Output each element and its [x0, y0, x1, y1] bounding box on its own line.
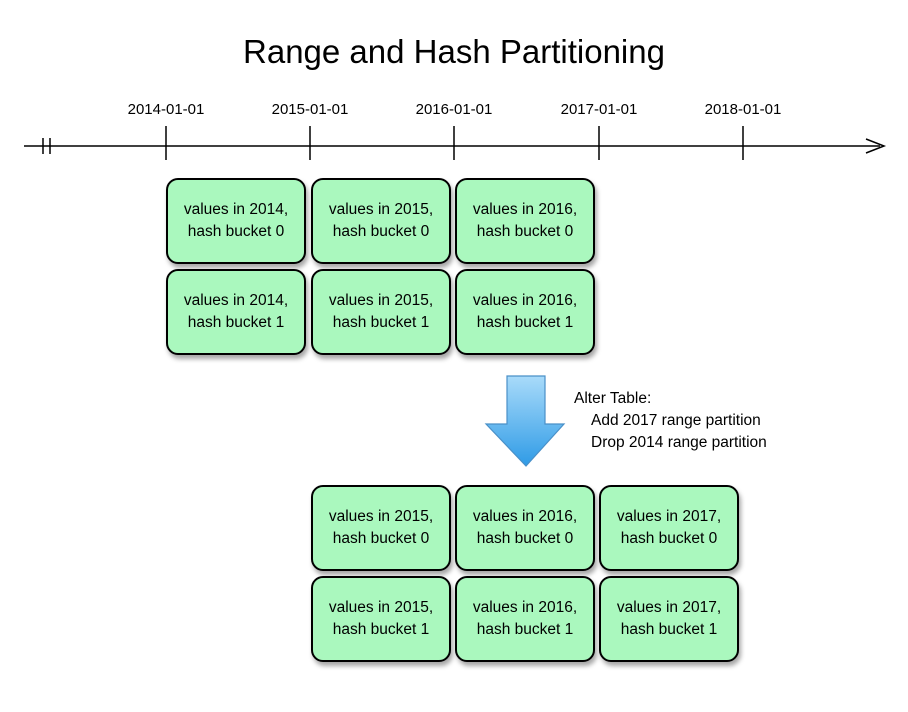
partition-cell: values in 2017, hash bucket 1: [599, 576, 739, 662]
partition-label: values in 2017, hash bucket 1: [616, 599, 722, 638]
tick-label: 2016-01-01: [415, 101, 493, 118]
down-arrow-icon: [484, 375, 566, 467]
partition-label: values in 2016, hash bucket 0: [472, 201, 578, 240]
partition-label: values in 2015, hash bucket 0: [328, 508, 434, 547]
partition-label: values in 2015, hash bucket 1: [328, 599, 434, 638]
partition-label: values in 2014, hash bucket 1: [183, 292, 289, 331]
partition-label: values in 2016, hash bucket 1: [472, 292, 578, 331]
partition-cell: values in 2017, hash bucket 0: [599, 485, 739, 571]
partition-label: values in 2016, hash bucket 0: [472, 508, 578, 547]
partition-label: values in 2017, hash bucket 0: [616, 508, 722, 547]
partition-cell: values in 2016, hash bucket 0: [455, 485, 595, 571]
alter-step-add: Add 2017 range partition: [591, 412, 761, 429]
partition-cell: values in 2015, hash bucket 0: [311, 178, 451, 264]
partition-label: values in 2015, hash bucket 1: [328, 292, 434, 331]
diagram-title: Range and Hash Partitioning: [243, 33, 665, 70]
tick-label: 2017-01-01: [560, 101, 638, 118]
partition-cell: values in 2015, hash bucket 1: [311, 269, 451, 355]
partition-cell: values in 2014, hash bucket 0: [166, 178, 306, 264]
partition-label: values in 2014, hash bucket 0: [183, 201, 289, 240]
partition-cell: values in 2014, hash bucket 1: [166, 269, 306, 355]
alter-table-label: Alter Table:: [574, 390, 652, 407]
partition-cell: values in 2016, hash bucket 1: [455, 576, 595, 662]
alter-step-drop: Drop 2014 range partition: [591, 434, 767, 451]
tick-label: 2018-01-01: [704, 101, 782, 118]
timeline-arrowhead: [865, 138, 887, 154]
tick-label: 2015-01-01: [271, 101, 349, 118]
partition-cell: values in 2015, hash bucket 0: [311, 485, 451, 571]
partition-cell: values in 2015, hash bucket 1: [311, 576, 451, 662]
partition-cell: values in 2016, hash bucket 1: [455, 269, 595, 355]
tick-label: 2014-01-01: [127, 101, 205, 118]
partition-cell: values in 2016, hash bucket 0: [455, 178, 595, 264]
partition-label: values in 2016, hash bucket 1: [472, 599, 578, 638]
partition-label: values in 2015, hash bucket 0: [328, 201, 434, 240]
timeline-axis: [24, 126, 887, 160]
